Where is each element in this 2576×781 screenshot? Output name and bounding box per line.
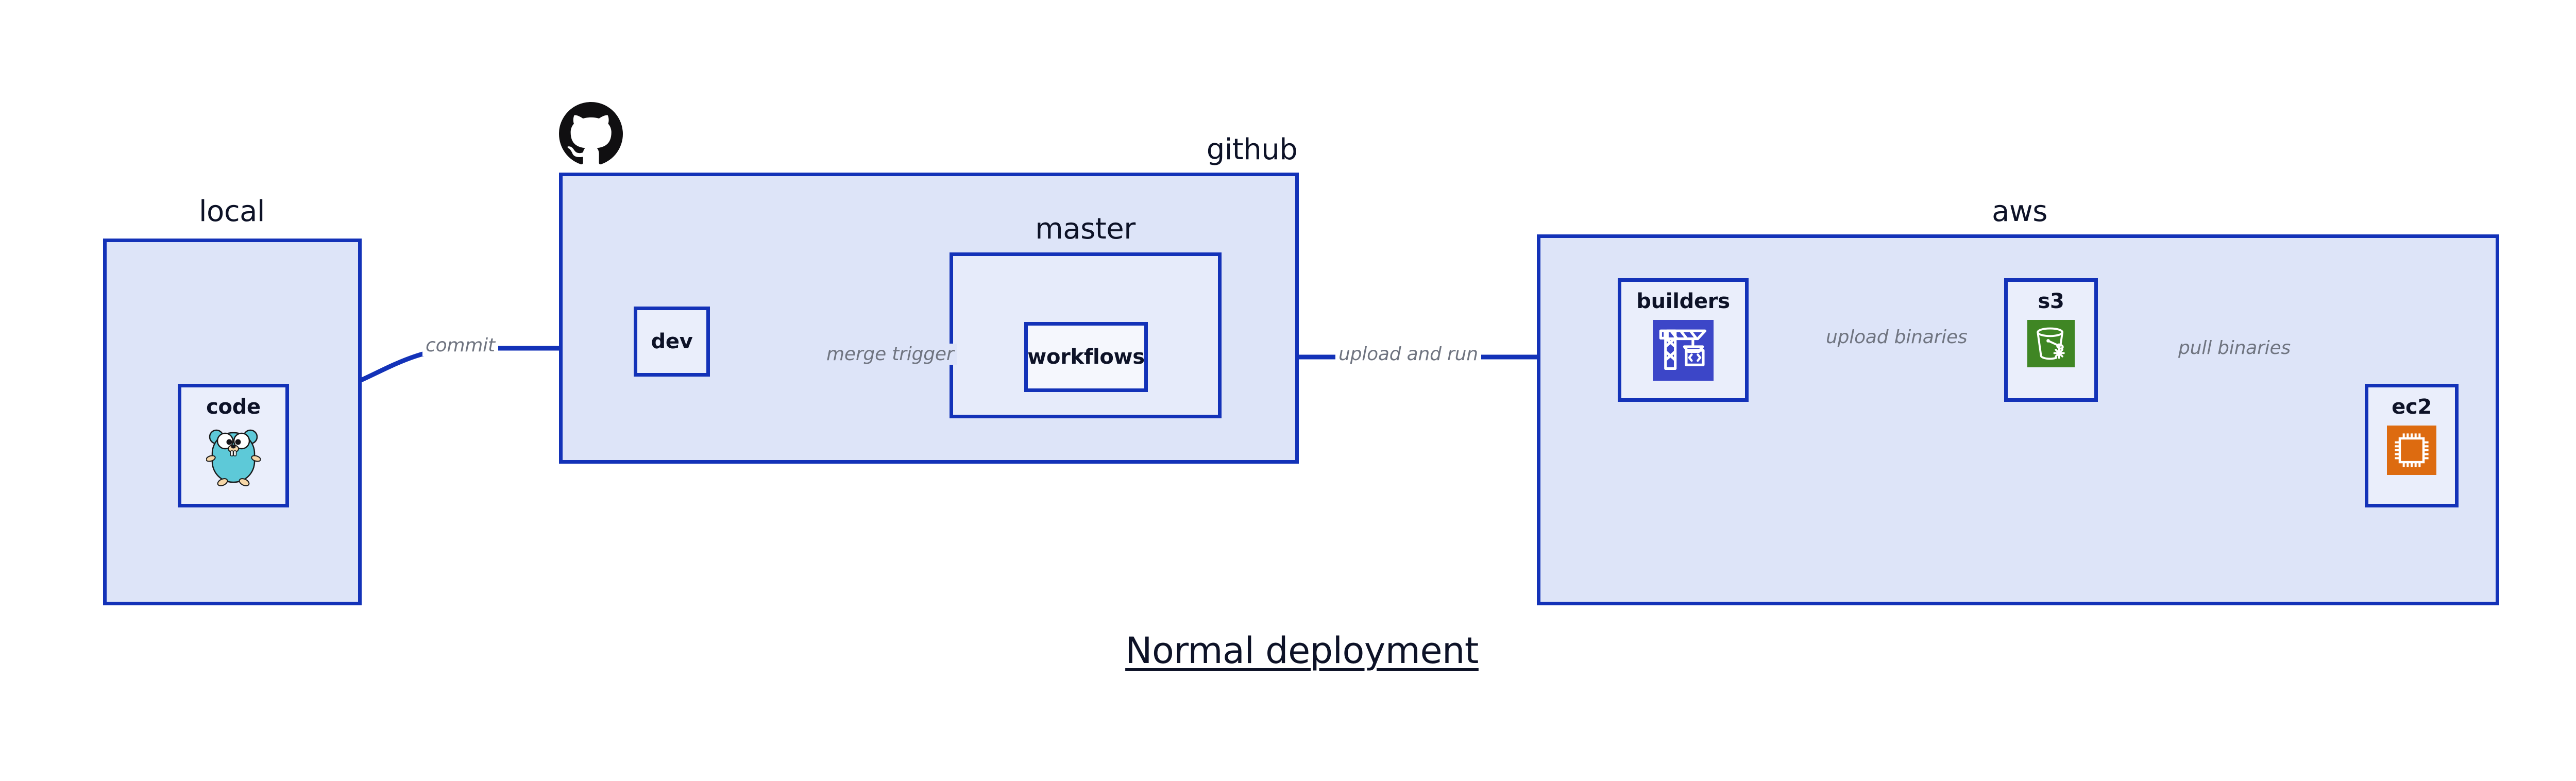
node-dev-label: dev — [651, 330, 693, 353]
go-gopher-icon — [206, 426, 261, 488]
node-builders-label: builders — [1636, 290, 1730, 313]
diagram-title: Normal deployment — [1125, 630, 1479, 672]
node-dev[interactable]: dev — [634, 307, 710, 377]
node-workflows[interactable]: workflows — [1024, 322, 1148, 392]
aws-s3-bucket-icon — [2027, 320, 2075, 369]
node-code-label: code — [206, 395, 261, 419]
group-title-aws: aws — [1992, 195, 2047, 228]
node-s3-label: s3 — [2038, 290, 2064, 313]
edge-label-upload-binaries: upload binaries — [1823, 327, 1971, 348]
aws-codebuild-icon — [1653, 320, 1714, 383]
node-builders[interactable]: builders — [1618, 278, 1749, 402]
node-code[interactable]: code — [178, 384, 289, 507]
edge-label-commit: commit — [422, 335, 498, 356]
node-ec2-label: ec2 — [2392, 395, 2432, 419]
group-title-master: master — [1035, 212, 1136, 246]
edge-label-merge-trigger: merge trigger — [823, 344, 957, 365]
group-title-github: github — [1206, 133, 1298, 166]
github-octocat-logo — [559, 102, 623, 168]
node-workflows-label: workflows — [1027, 345, 1145, 369]
node-s3[interactable]: s3 — [2004, 278, 2098, 402]
aws-ec2-chip-icon — [2387, 426, 2436, 477]
edge-label-pull-binaries: pull binaries — [2175, 337, 2294, 359]
node-ec2[interactable]: ec2 — [2365, 384, 2459, 507]
group-title-local: local — [199, 195, 265, 228]
edge-label-upload-and-run: upload and run — [1335, 344, 1481, 365]
